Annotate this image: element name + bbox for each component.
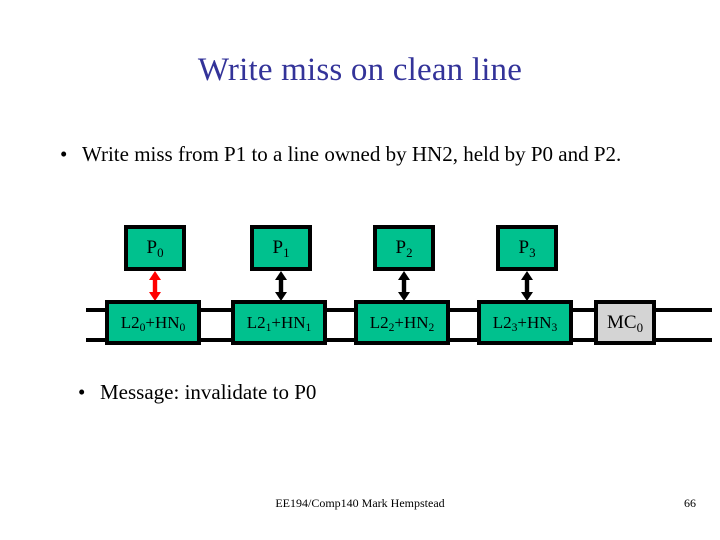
bullet-marker-icon-2: •: [78, 380, 86, 404]
page-number: 66: [684, 496, 696, 510]
memory-controller-box-mc0[interactable]: MC0: [594, 300, 656, 345]
bullet-item-2: • Message: invalidate to P0: [78, 378, 638, 407]
footer-attribution: EE194/Comp140 Mark Hempstead: [275, 496, 445, 510]
node-label: P0: [146, 237, 164, 261]
node-label: L20+HN0: [120, 312, 186, 335]
bullet-marker-icon: •: [60, 142, 68, 166]
page-title: Write miss on clean line: [197, 52, 523, 88]
cache-box-l2-hn0[interactable]: L20+HN0: [105, 300, 201, 345]
processor-box-p2[interactable]: P2: [373, 225, 435, 271]
node-label: P2: [395, 237, 413, 261]
cache-box-l2-hn1[interactable]: L21+HN1: [231, 300, 327, 345]
cache-box-l2-hn3[interactable]: L23+HN3: [477, 300, 573, 345]
processor-box-p1[interactable]: P1: [250, 225, 312, 271]
arrow-p3-double-arrow-icon: [520, 271, 534, 301]
node-label: MC0: [606, 311, 644, 335]
bullet-text-2: Message: invalidate to P0: [100, 380, 317, 404]
cache-box-l2-hn2[interactable]: L22+HN2: [354, 300, 450, 345]
arrow-p0-double-arrow-icon: [148, 271, 162, 301]
node-label: L21+HN1: [246, 312, 312, 335]
processor-box-p3[interactable]: P3: [496, 225, 558, 271]
node-label: L23+HN3: [492, 312, 558, 335]
node-label: L22+HN2: [369, 312, 435, 335]
node-label: P1: [272, 237, 290, 261]
arrow-p1-double-arrow-icon: [274, 271, 288, 301]
bullet-item-1: • Write miss from P1 to a line owned by …: [60, 140, 660, 169]
processor-box-p0[interactable]: P0: [124, 225, 186, 271]
bullet-text-1: Write miss from P1 to a line owned by HN…: [82, 142, 622, 166]
arrow-p2-double-arrow-icon: [397, 271, 411, 301]
node-label: P3: [518, 237, 536, 261]
